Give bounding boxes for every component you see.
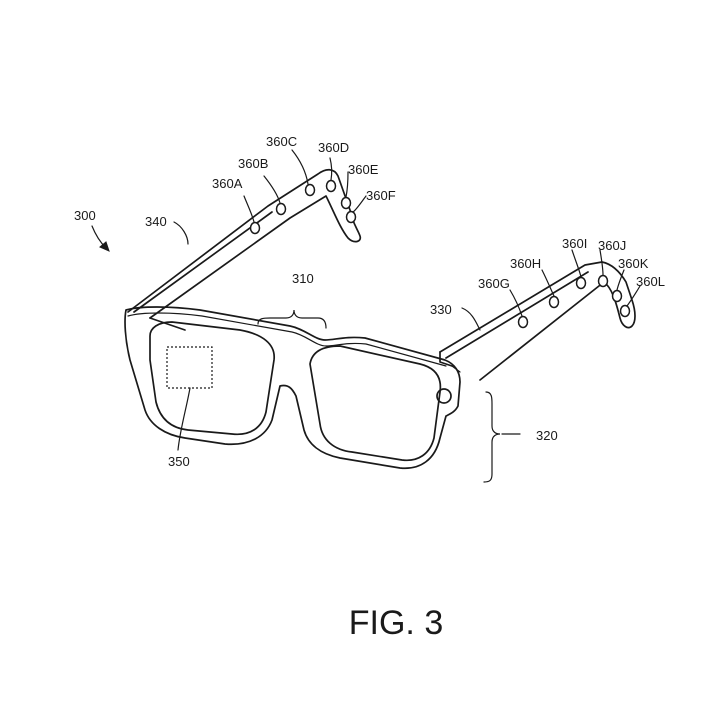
label-360f: 360F [366, 188, 396, 203]
sensor-360i [575, 276, 587, 290]
label-360d: 360D [318, 140, 349, 155]
sensor-360k [611, 289, 623, 303]
label-300: 300 [74, 208, 96, 223]
sensor-360f [345, 210, 357, 224]
display-area [166, 346, 213, 389]
sensor-360g [517, 315, 529, 329]
label-360h: 360H [510, 256, 541, 271]
sensor-360a [249, 221, 261, 235]
sensor-360e [340, 196, 352, 210]
label-340: 340 [145, 214, 167, 229]
label-350: 350 [168, 454, 190, 469]
left-temple-arm [127, 168, 362, 331]
reference-labels: 300 340 310 330 320 350 360A 360B 360C 3… [74, 134, 665, 469]
right-arm-sensors [517, 274, 631, 329]
sensor-360b [275, 202, 287, 216]
figure-caption: FIG. 3 [349, 604, 443, 642]
label-360e: 360E [348, 162, 379, 177]
right-temple-arm [439, 261, 636, 381]
sensor-360d [325, 179, 337, 193]
left-arm-sensors [249, 179, 357, 235]
label-330: 330 [430, 302, 452, 317]
sensor-360h [548, 295, 560, 309]
label-310: 310 [292, 271, 314, 286]
sensor-360l [619, 304, 631, 318]
label-360i: 360I [562, 236, 587, 251]
label-320: 320 [536, 428, 558, 443]
sensor-360j [597, 274, 609, 288]
label-360b: 360B [238, 156, 268, 171]
sensor-360c [304, 183, 316, 197]
label-360j: 360J [598, 238, 626, 253]
label-360k: 360K [618, 256, 649, 271]
front-frame [124, 306, 461, 470]
label-360c: 360C [266, 134, 297, 149]
label-360l: 360L [636, 274, 665, 289]
label-360g: 360G [478, 276, 510, 291]
leader-lines [91, 149, 641, 483]
label-360a: 360A [212, 176, 243, 191]
